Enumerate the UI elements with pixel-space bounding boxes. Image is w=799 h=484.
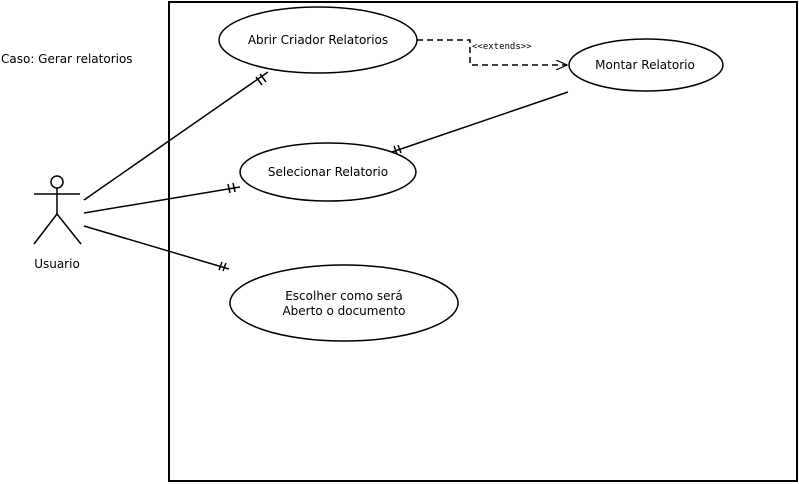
use-case-abrir-criador: Abrir Criador Relatorios	[218, 6, 418, 74]
use-case-escolher-label-line1: Escolher como será	[285, 289, 403, 303]
use-case-montar-label: Montar Relatorio	[595, 58, 695, 72]
use-case-selecionar-label: Selecionar Relatorio	[268, 165, 388, 179]
use-case-selecionar: Selecionar Relatorio	[239, 142, 417, 202]
system-boundary	[168, 1, 798, 482]
association-montar-selecionar	[391, 91, 569, 155]
association-abrir-criador	[83, 71, 269, 201]
actor-left-leg	[33, 213, 58, 245]
actor-right-leg	[56, 213, 82, 245]
use-case-abrir-criador-label: Abrir Criador Relatorios	[248, 33, 388, 47]
use-case-montar: Montar Relatorio	[568, 38, 724, 92]
association-selecionar	[83, 182, 241, 214]
extends-relation: <<extends>>	[417, 39, 567, 65]
actor-label: Usuario	[34, 257, 80, 271]
diagram-title: Caso: Gerar relatorios	[1, 52, 133, 66]
actor-head	[50, 175, 64, 189]
extends-stereotype-label: <<extends>>	[472, 42, 532, 52]
use-case-escolher-label-line2: Aberto o documento	[282, 304, 405, 318]
association-escolher	[83, 225, 230, 272]
use-case-escolher: Escolher como será Aberto o documento	[229, 264, 459, 342]
extends-arrow	[417, 39, 567, 65]
actor-usuario	[33, 175, 82, 245]
